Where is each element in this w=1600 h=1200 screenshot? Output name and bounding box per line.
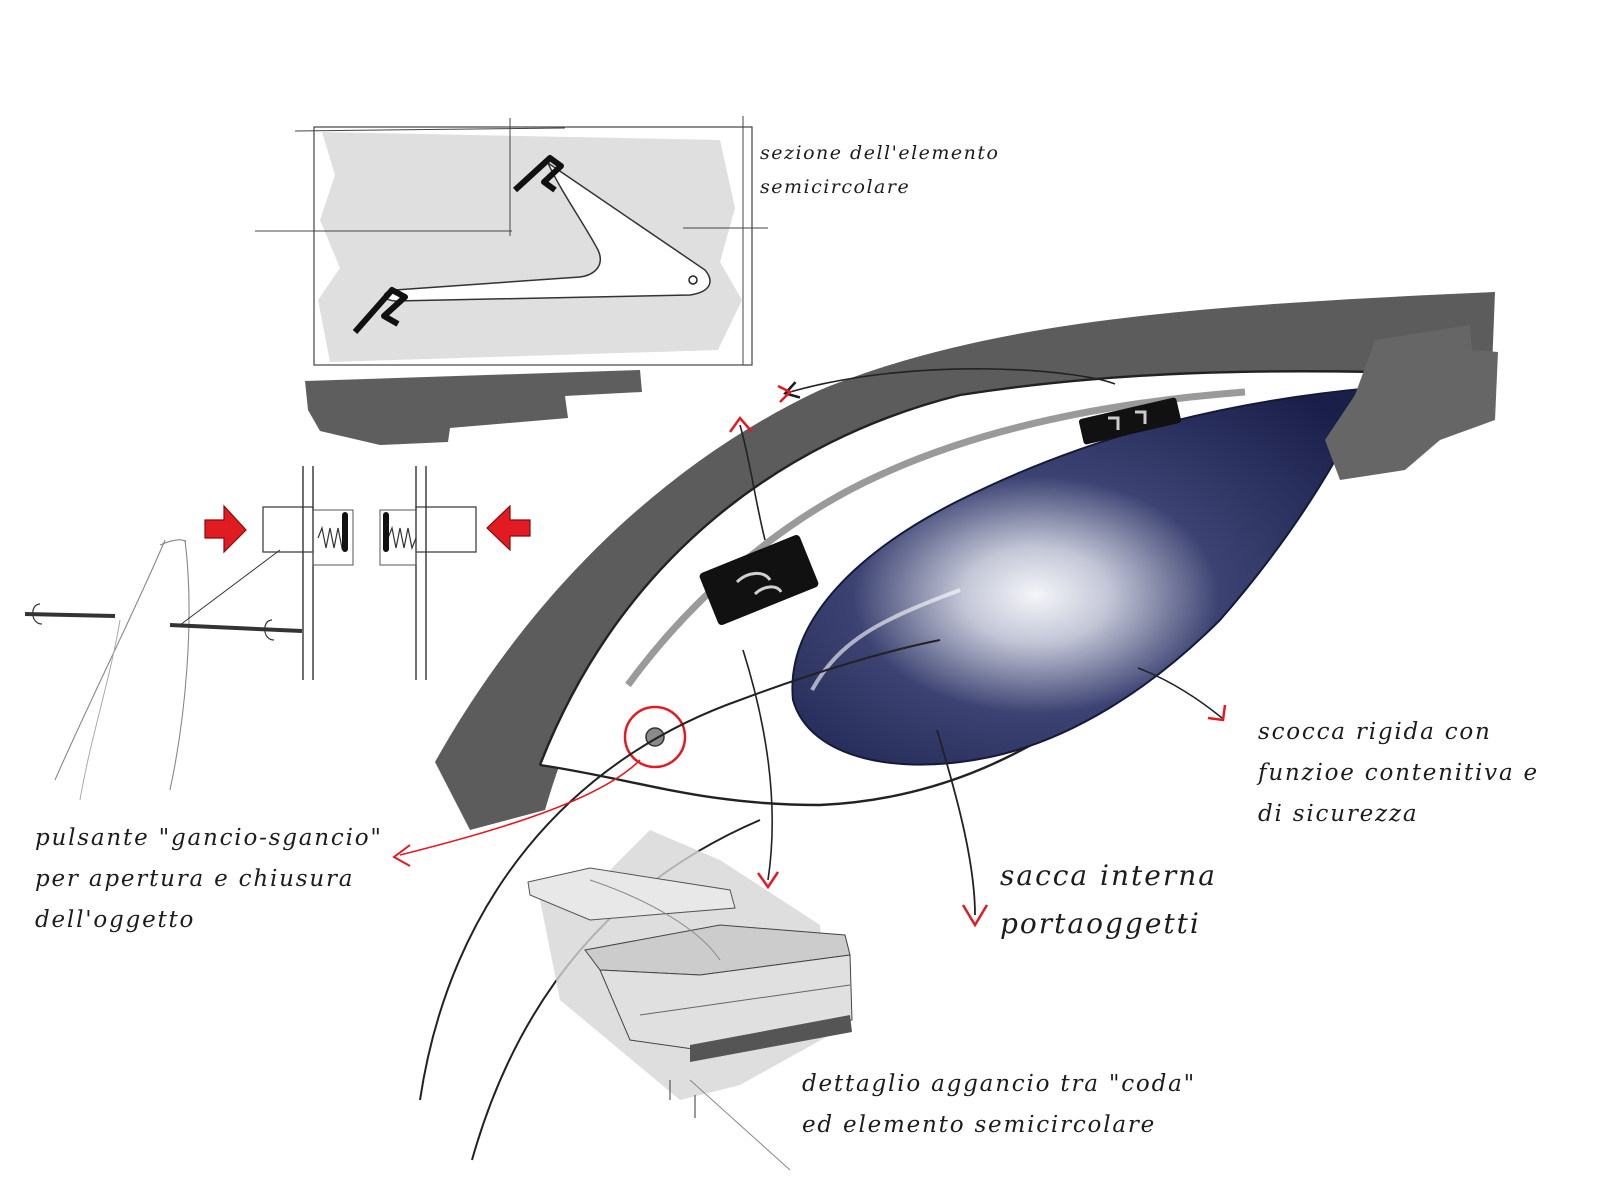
- annotation-shell-line1: scocca rigida con: [1258, 712, 1539, 753]
- annotation-bag-line2: portaoggetti: [1000, 900, 1217, 948]
- annotation-shell-line3: di sicurezza: [1258, 794, 1539, 835]
- annotation-section-line1: sezione dell'elemento: [760, 136, 999, 170]
- annotation-button: pulsante "gancio-sgancio" per apertura e…: [35, 818, 383, 941]
- section-view: [255, 116, 768, 445]
- annotation-section-line2: semicircolare: [760, 170, 999, 204]
- marker-bar: [305, 370, 642, 445]
- red-push-arrow-icon: [487, 506, 530, 550]
- annotation-button-line2: per apertura e chiusura: [35, 859, 383, 900]
- annotation-button-line1: pulsante "gancio-sgancio": [35, 818, 383, 859]
- pin-sketch: [25, 540, 302, 800]
- red-push-arrow-icon: [205, 506, 246, 552]
- annotation-section: sezione dell'elemento semicircolare: [760, 136, 999, 204]
- annotation-bag: sacca interna portaoggetti: [1000, 852, 1217, 948]
- section-pin: [689, 276, 697, 284]
- annotation-bag-line1: sacca interna: [1000, 852, 1217, 900]
- annotation-shell: scocca rigida con funzioe contenitiva e …: [1258, 712, 1539, 835]
- annotation-shell-line2: funzioe contenitiva e: [1258, 753, 1539, 794]
- annotation-hook: dettaglio aggancio tra "coda" ed element…: [802, 1064, 1196, 1146]
- section-gray-fill: [318, 132, 742, 362]
- annotation-hook-line2: ed elemento semicircolare: [802, 1105, 1196, 1146]
- button-mechanism: [205, 466, 530, 680]
- annotation-hook-line1: dettaglio aggancio tra "coda": [802, 1064, 1196, 1105]
- annotation-button-line3: dell'oggetto: [35, 900, 383, 941]
